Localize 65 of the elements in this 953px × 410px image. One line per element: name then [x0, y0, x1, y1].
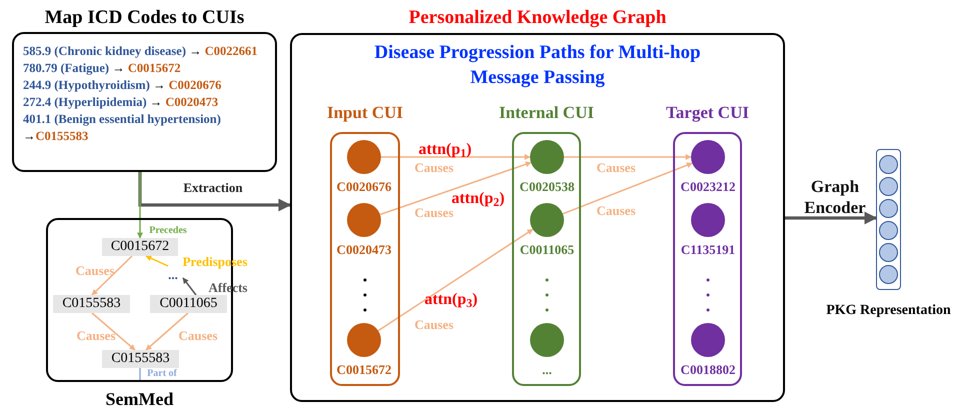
node-caption: C0011065	[520, 241, 574, 259]
edge-label: Causes	[414, 316, 454, 334]
section-title: SemMed	[104, 388, 174, 410]
mapping-text: 780.79 (Fatigue) → C0015672	[23, 60, 182, 77]
edge-label: Part of	[147, 368, 177, 380]
section-title: Map ICD Codes to CUIs	[44, 6, 246, 30]
node-caption: PKG Representation	[826, 302, 951, 320]
arrow	[381, 154, 531, 160]
concept-box: C0155583	[53, 295, 130, 313]
concept-node	[530, 323, 564, 357]
node-caption: C0018802	[680, 361, 736, 379]
concept-node	[530, 140, 564, 174]
column-heading: Input CUI	[326, 102, 404, 124]
edge-label: Causes	[596, 202, 636, 220]
arrow	[145, 255, 168, 267]
node-caption: C0020538	[520, 178, 574, 196]
concept-box: C0015672	[102, 238, 178, 256]
arrow	[378, 228, 534, 332]
mapping-text: 401.1 (Benign essential hypertension) →C0155583	[23, 111, 222, 145]
diagram-title: Personalized Knowledge Graph	[408, 6, 668, 30]
node-caption: C0020473	[336, 241, 392, 259]
column-heading: Target CUI	[666, 102, 749, 124]
edge-label: Causes	[596, 160, 636, 176]
node-caption: C0023212	[680, 178, 736, 196]
column-heading: Internal CUI	[499, 102, 594, 124]
arrow	[146, 312, 188, 351]
edge-label: Precedes	[149, 224, 187, 238]
arrow	[137, 172, 143, 239]
arrow	[380, 161, 532, 216]
concept-node	[691, 323, 725, 357]
node-caption: ...	[542, 361, 552, 379]
attention-label: attn(p$_{3}$)	[424, 290, 478, 312]
edge-label: Causes	[76, 262, 114, 280]
edge-label: Causes	[178, 328, 218, 344]
ellipsis-text: ...	[163, 266, 183, 281]
mapping-text: 585.9 (Chronic kidney disease) → C0022661	[23, 43, 259, 60]
node-caption: C1135191	[680, 241, 736, 259]
arrow	[785, 212, 878, 224]
arrow	[562, 162, 693, 214]
edge-label: Causes	[76, 328, 116, 344]
concept-node	[691, 203, 725, 237]
mapping-text: 272.4 (Hyperlipidemia) → C0020473	[23, 94, 220, 111]
concept-node	[347, 140, 381, 174]
arrow	[91, 255, 133, 296]
edge-label: Causes	[414, 160, 454, 176]
edge-label: Causes	[414, 204, 454, 222]
concept-box: C0155583	[102, 350, 179, 368]
node-caption: C0020676	[336, 178, 392, 196]
arrow	[138, 172, 292, 212]
concept-node	[691, 140, 725, 174]
arrow	[182, 278, 197, 296]
attention-label: attn(p$_{2}$)	[451, 189, 505, 209]
arrow	[92, 312, 136, 351]
edge-label: Graph Encoder	[803, 176, 867, 218]
panel-subtitle: Disease Progression Paths for Multi-hop Message Passing	[373, 41, 702, 90]
concept-node	[347, 323, 381, 357]
node-caption: C0015672	[336, 361, 392, 379]
concept-node	[347, 203, 381, 237]
edge-label: Extraction	[183, 180, 243, 196]
concept-node	[530, 203, 564, 237]
arrow	[564, 154, 692, 160]
attention-label: attn(p$_{1}$)	[418, 140, 472, 162]
mapping-text: 244.9 (Hypothyroidism) → C0020676	[23, 77, 222, 94]
concept-box: C0011065	[150, 295, 227, 313]
embedding-vector	[876, 149, 901, 290]
